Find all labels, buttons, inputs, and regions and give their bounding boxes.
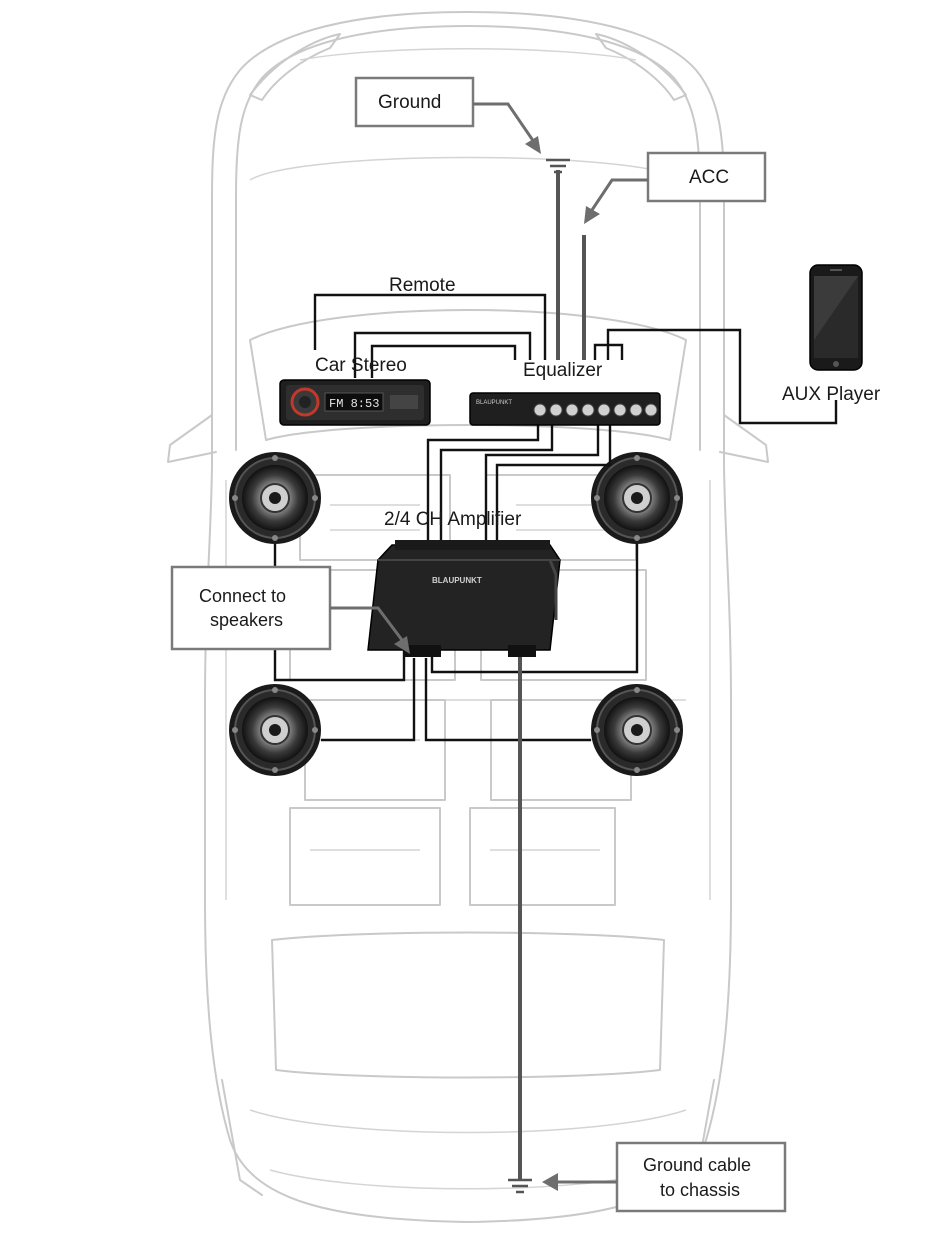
speaker-rear-left [228, 683, 322, 777]
label-amplifier: 2/4 CH Amplifier [384, 509, 522, 530]
label-remote: Remote [389, 275, 456, 296]
callout-chassis-line1: Ground cable [643, 1155, 751, 1175]
callout-ground-text: Ground [378, 92, 441, 113]
callout-acc-text: ACC [689, 167, 729, 188]
callout-acc: ACC [584, 151, 767, 224]
callout-ground: Ground [354, 76, 541, 154]
callout-ground-chassis: Ground cable to chassis [542, 1141, 787, 1213]
wiring [273, 170, 838, 1180]
car-stereo-unit: FM 8:53 [279, 379, 431, 426]
stereo-display-text: FM 8:53 [329, 397, 379, 411]
label-equalizer: Equalizer [523, 360, 603, 381]
amplifier-unit: BLAUPUNKT [367, 540, 561, 657]
amplifier-brand: BLAUPUNKT [432, 576, 482, 585]
callout-connect-line2: speakers [210, 610, 283, 630]
callout-connect-to-speakers: Connect to speakers [170, 565, 410, 654]
label-car-stereo: Car Stereo [315, 355, 407, 376]
aux-player-phone [809, 264, 863, 371]
speaker-front-left [228, 451, 322, 545]
ground-symbol-top-icon [546, 158, 570, 174]
callout-connect-line1: Connect to [199, 586, 286, 606]
speaker-rear-right [590, 683, 684, 777]
equalizer-brand: BLAUPUNKT [476, 400, 512, 406]
ground-symbol-chassis-icon [508, 1178, 532, 1194]
callout-chassis-line2: to chassis [660, 1180, 740, 1200]
equalizer-unit: BLAUPUNKT [469, 392, 661, 426]
label-aux-player: AUX Player [782, 384, 881, 405]
